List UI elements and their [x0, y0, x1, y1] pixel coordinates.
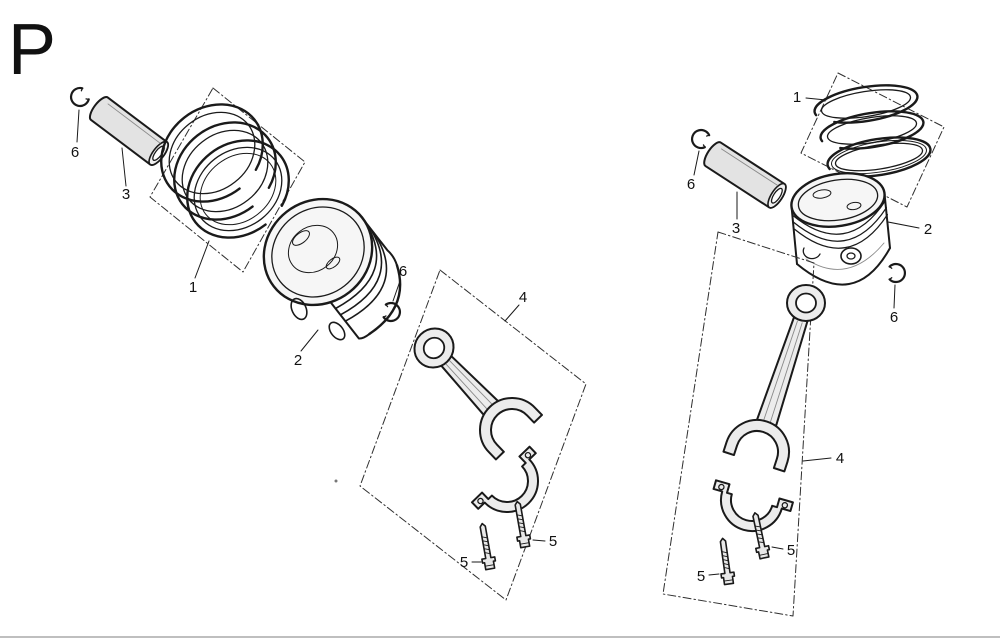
callout-piston-pin: 3: [122, 186, 130, 203]
callout-pin-clip: 6: [687, 176, 695, 193]
piston: [262, 197, 402, 341]
callout-ring-set: 1: [793, 89, 801, 106]
pin-clip-icon: [688, 126, 712, 151]
piston-ring-set: [160, 103, 290, 239]
section-letter: P: [8, 10, 56, 90]
callout-piston: 2: [924, 221, 932, 238]
bearing-cap: [470, 445, 539, 513]
callout-rod: 4: [836, 450, 844, 467]
callout-pin-clip: 6: [399, 263, 407, 280]
callout-leaders: [693, 97, 920, 576]
rod-boundary: [662, 231, 815, 617]
callout-pin-clip: 6: [890, 309, 898, 326]
pin-clip-icon: [66, 84, 92, 111]
callout-bolt: 5: [460, 554, 468, 571]
rod-bolt-icon: [475, 521, 498, 571]
connecting-rod: [722, 284, 826, 473]
callout-bolt: 5: [549, 533, 557, 550]
right-assembly: 1 2 3 6 6 4 5 5: [662, 72, 945, 617]
bearing-cap: [712, 479, 794, 532]
pin-clip-icon: [888, 262, 907, 284]
callout-piston-pin: 3: [732, 220, 740, 237]
ring-set-boundary: [149, 87, 306, 273]
piston-pin: [703, 141, 787, 209]
piston-ring-set: [813, 84, 932, 178]
piston: [790, 172, 891, 286]
callout-rod: 4: [519, 289, 527, 306]
callout-piston: 2: [294, 352, 302, 369]
connecting-rod: [413, 327, 543, 461]
piston-pin: [88, 96, 170, 166]
left-assembly: 6 3 1 2 6 4 5 5: [66, 84, 587, 601]
callout-bolt: 5: [787, 542, 795, 559]
callout-bolt: 5: [697, 568, 705, 585]
callout-pin-clip: 6: [71, 144, 79, 161]
rod-boundary: [359, 269, 587, 601]
rod-bolt-icon: [715, 536, 737, 586]
callout-leaders: [76, 109, 546, 563]
stray-dot: [334, 479, 338, 483]
callout-ring-set: 1: [189, 279, 197, 296]
